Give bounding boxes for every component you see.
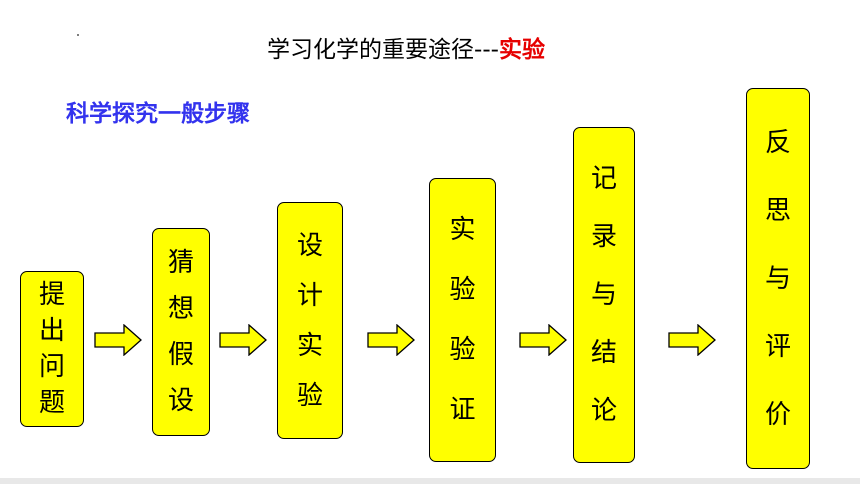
step-char: 出	[38, 316, 65, 346]
step-design-experiment: 设 计 实 验	[277, 202, 343, 439]
step-record-conclusion: 记 录 与 结 论	[573, 127, 635, 463]
step-char: 与	[590, 280, 617, 310]
step-char: 验	[449, 335, 476, 365]
step-char: 记	[590, 164, 617, 194]
step-char: 反	[764, 127, 791, 158]
bottom-bar	[0, 478, 860, 484]
right-arrow-icon	[519, 324, 567, 356]
title-highlight: 实验	[498, 37, 545, 63]
step-char: 提	[38, 280, 65, 310]
step-char: 验	[296, 380, 323, 411]
step-char: 实	[449, 215, 476, 245]
step-raise-question: 提 出 问 题	[20, 271, 84, 427]
right-arrow-icon	[367, 324, 415, 356]
right-arrow-icon	[668, 324, 716, 356]
step-char: 题	[38, 388, 65, 418]
step-char: 结	[590, 338, 617, 368]
step-char: 问	[38, 352, 65, 382]
step-char: 假	[167, 340, 194, 370]
step-char: 猜	[167, 248, 194, 278]
step-char: 论	[590, 396, 617, 426]
step-experiment-verify: 实 验 验 证	[429, 178, 496, 462]
step-char: 评	[764, 331, 791, 362]
right-arrow-icon	[94, 324, 142, 356]
step-char: 思	[764, 195, 791, 226]
step-reflection-evaluation: 反 思 与 评 价	[746, 88, 810, 469]
step-hypothesis: 猜 想 假 设	[152, 228, 210, 436]
right-arrow-icon	[219, 324, 267, 356]
page-title: 学习化学的重要途径---实验	[0, 30, 812, 64]
step-char: 验	[449, 275, 476, 305]
step-char: 录	[590, 222, 617, 252]
step-char: 想	[167, 294, 194, 324]
step-char: 证	[449, 395, 476, 425]
subtitle: 科学探究一般步骤	[66, 101, 250, 127]
step-char: 设	[167, 386, 194, 416]
step-char: 实	[296, 330, 323, 361]
step-char: 价	[764, 399, 791, 430]
step-char: 设	[296, 230, 323, 261]
title-main: 学习化学的重要途径---	[267, 37, 499, 63]
step-char: 与	[764, 263, 791, 294]
decorative-dot	[77, 34, 79, 36]
step-char: 计	[296, 280, 323, 311]
